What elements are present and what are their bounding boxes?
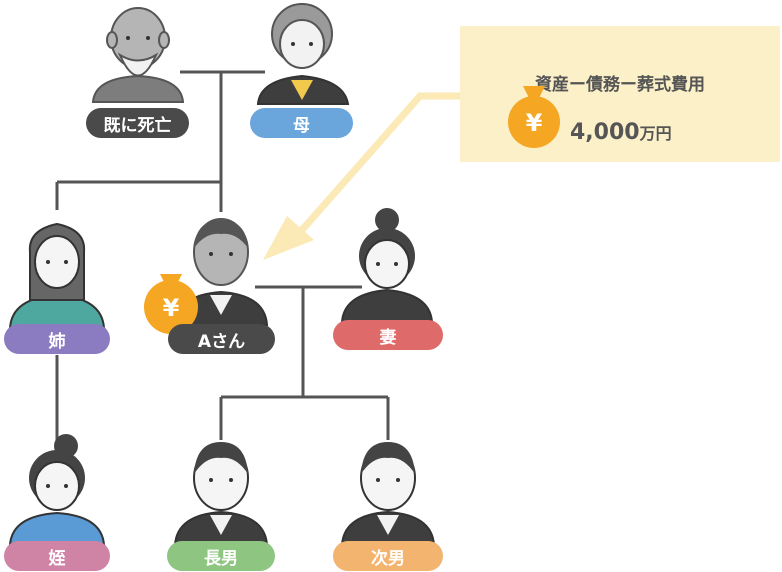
sister-label: 姉 <box>4 324 110 354</box>
mother-figure <box>256 3 350 105</box>
money-bag-icon: ¥ <box>144 274 198 334</box>
father-figure <box>91 7 185 103</box>
estate-amount-unit: 万円 <box>639 124 672 143</box>
wife-figure <box>340 208 434 323</box>
eldest-son-label: 長男 <box>167 541 275 571</box>
second-son-label: 次男 <box>333 541 443 571</box>
second-son-figure <box>340 442 436 546</box>
estate-note-title: 資産ー債務ー葬式費用 <box>535 75 705 95</box>
eldest-son-figure <box>173 442 269 546</box>
niece-label: 姪 <box>4 541 110 571</box>
yen-glyph: ¥ <box>163 294 180 322</box>
niece-figure <box>8 434 106 546</box>
wife-label: 妻 <box>333 320 443 350</box>
money-bag-icon: ¥ <box>508 86 560 148</box>
arrow-connector <box>263 92 460 260</box>
father-label: 既に死亡 <box>86 108 189 138</box>
estate-note-box: 資産ー債務ー葬式費用 ¥ 4,000万円 <box>460 26 780 162</box>
mother-label: 母 <box>250 108 353 138</box>
a-label: Aさん <box>168 324 275 354</box>
connector-lines <box>55 70 390 440</box>
a-figure <box>173 218 269 326</box>
sister-figure <box>8 222 106 329</box>
estate-amount-value: 4,000 <box>570 120 640 145</box>
yen-glyph: ¥ <box>526 109 543 137</box>
estate-amount: 4,000万円 <box>570 120 672 145</box>
